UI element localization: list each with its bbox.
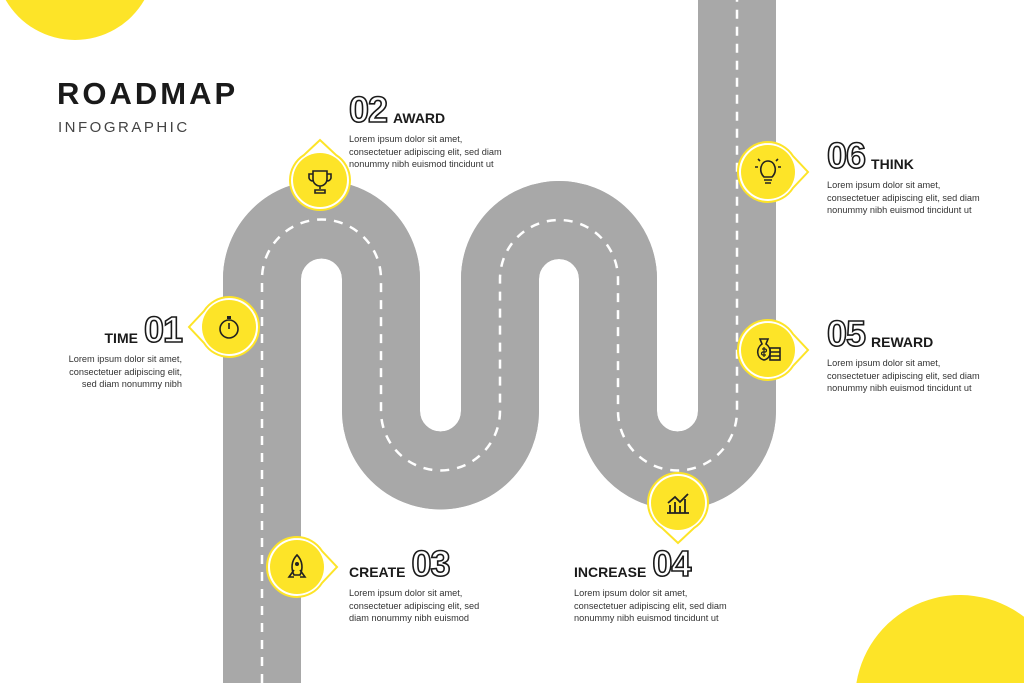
winding-road	[223, 0, 776, 683]
marker-step-04	[646, 472, 710, 545]
step-number: 02	[348, 89, 389, 130]
step-number: 01	[143, 309, 184, 350]
rocket-icon	[287, 553, 307, 578]
stopwatch-icon	[219, 316, 239, 339]
step-label: AWARD	[393, 110, 446, 126]
step-description: Lorem ipsum dolor sit amet,consectetuer …	[349, 134, 502, 169]
lightbulb-icon	[755, 158, 781, 184]
step-description: Lorem ipsum dolor sit amet,consectetuer …	[349, 588, 480, 623]
step-number: 05	[826, 313, 867, 354]
decor-circle-top-left	[5, 0, 145, 41]
step-label: THINK	[871, 156, 914, 172]
decor-circle-bottom-right	[856, 595, 1024, 683]
step-04: INCREASE 04 Lorem ipsum dolor sit amet,co…	[574, 543, 774, 625]
step-description: Lorem ipsum dolor sit amet,consectetuer …	[68, 354, 182, 389]
marker-step-02	[288, 138, 352, 211]
page-subtitle: INFOGRAPHIC	[58, 119, 190, 136]
step-description: Lorem ipsum dolor sit amet,consectetuer …	[827, 180, 980, 215]
marker-step-06	[737, 140, 810, 204]
step-03: CREATE 03 Lorem ipsum dolor sit amet,cons…	[349, 543, 549, 625]
trophy-icon	[308, 170, 332, 194]
step-number: 04	[652, 543, 693, 584]
money-bag-icon	[756, 338, 781, 361]
step-number: 03	[411, 543, 452, 584]
step-label: CREATE	[349, 564, 406, 580]
step-label: REWARD	[871, 334, 934, 350]
marker-step-01	[187, 295, 260, 359]
page-title: ROADMAP	[57, 76, 239, 111]
growth-chart-icon	[667, 493, 689, 514]
step-description: Lorem ipsum dolor sit amet,consectetuer …	[574, 588, 727, 623]
step-label: TIME	[104, 330, 138, 346]
step-01: TIME 01 Lorem ipsum dolor sit amet,consec…	[40, 309, 184, 391]
lane-dashes	[260, 0, 739, 683]
marker-step-03	[266, 535, 339, 599]
step-label: INCREASE	[574, 564, 647, 580]
step-number: 06	[826, 135, 867, 176]
step-description: Lorem ipsum dolor sit amet,consectetuer …	[827, 358, 980, 393]
marker-step-05	[737, 318, 810, 382]
